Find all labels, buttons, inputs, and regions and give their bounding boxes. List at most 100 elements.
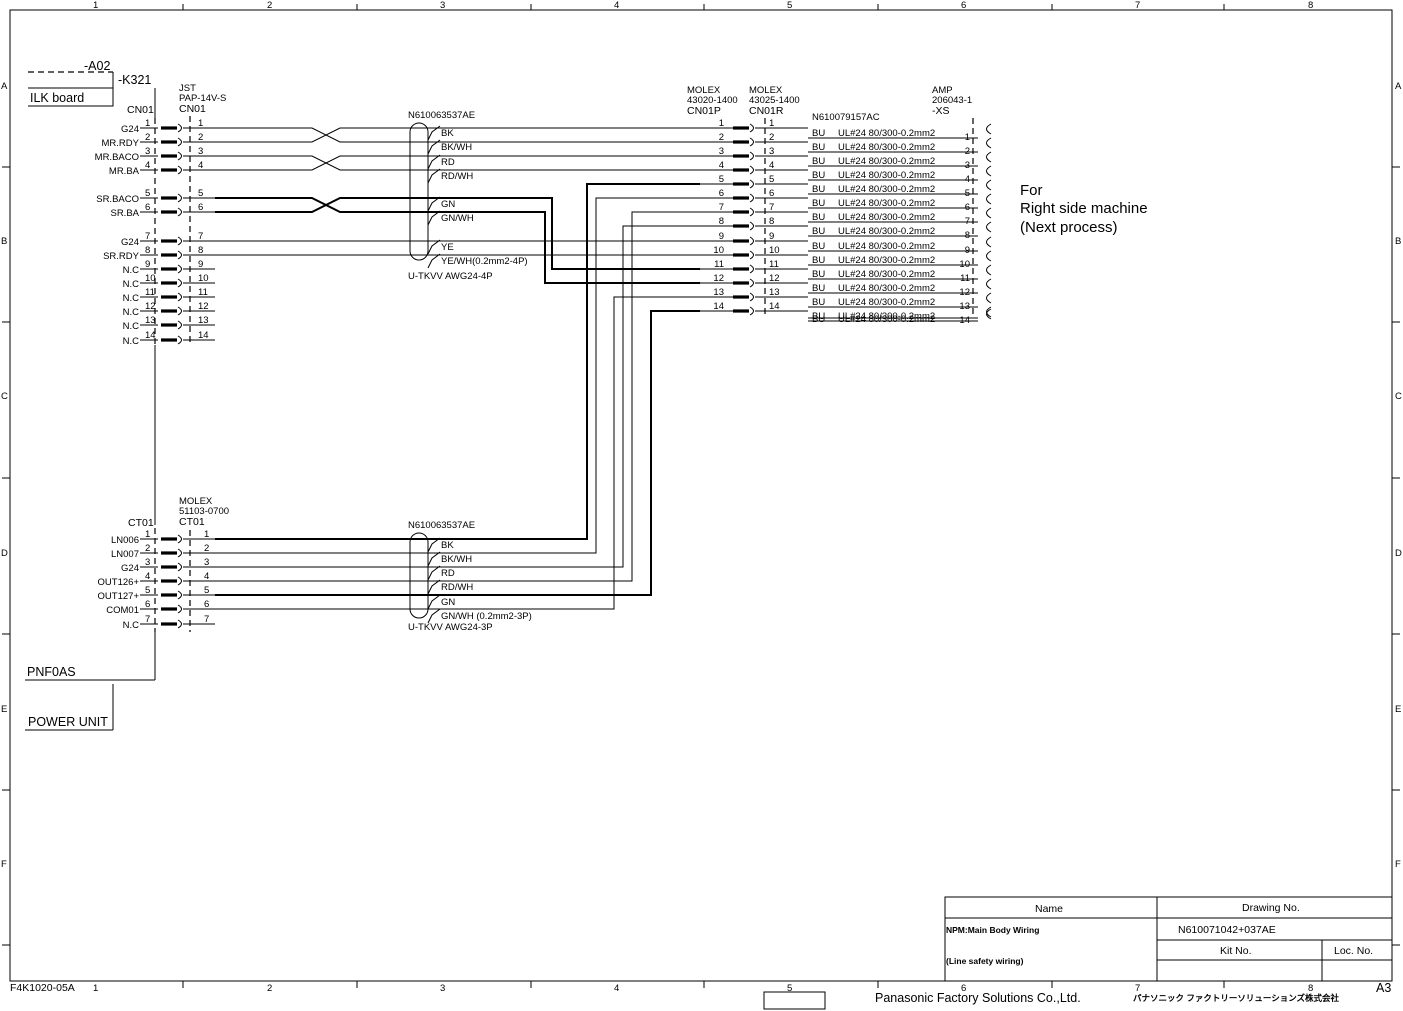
cable-bottom-sheath (409, 532, 429, 619)
ilk-signal-14: N.C (123, 336, 140, 347)
cable-top-wire-1: BK (441, 128, 454, 139)
form-number: F4K1020-05A (10, 982, 75, 994)
relay-right-num-13: 13 (769, 287, 780, 298)
ilk-pin-3-socket (177, 151, 182, 161)
ilk-mate-name: CN01 (179, 103, 206, 115)
cable-top-sheath (409, 122, 429, 261)
wire-ilk1-relay1 (215, 127, 700, 143)
col-label-top-3: 3 (440, 0, 445, 11)
pu-pin-num-3: 3 (145, 557, 150, 568)
wire-out126-relay7 (215, 211, 700, 582)
ilk-board-name: ILK board (30, 91, 84, 105)
harness-spec-3: UL#24 80/300-0.2mm2 (838, 156, 935, 167)
ilk-mate-num-13: 13 (198, 315, 209, 326)
col-label-top-5: 5 (787, 0, 792, 11)
cable-top-wire-2: BK/WH (441, 142, 472, 153)
cable-top-tap-6 (427, 210, 441, 226)
col-label-bottom-1: 1 (93, 983, 98, 994)
ilk-mate-num-4: 4 (198, 160, 203, 171)
xs-socket-3 (986, 151, 992, 163)
relay-right-num-9: 9 (769, 231, 774, 242)
ilk-mate-num-3: 3 (198, 146, 203, 157)
title-name-line-2: (Line safety wiring) (946, 956, 1024, 966)
ilk-pin-num-6: 6 (145, 202, 150, 213)
xs-pin-num-8: 8 (965, 230, 970, 241)
pu-pin-num-7: 7 (145, 614, 150, 625)
wire-ln006-relay5 (215, 183, 700, 540)
ilk-pin-num-1: 1 (145, 118, 150, 129)
xs-socket-2 (986, 137, 992, 149)
ilk-signal-13: N.C (123, 321, 140, 332)
ilk-signal-1: G24 (121, 124, 139, 135)
relay-right-maker: MOLEX (749, 85, 783, 96)
relay-pin-14-socket (749, 306, 754, 316)
ilk-signal-12: N.C (123, 307, 140, 318)
cable-bottom-tap-5 (427, 594, 441, 610)
pu-mate-num-6: 6 (204, 599, 209, 610)
xs-socket-1 (986, 123, 992, 135)
wire-ilk3-relay4 (215, 155, 700, 171)
relay-left-num-1: 1 (719, 118, 724, 129)
xs-maker: AMP (932, 85, 953, 96)
ilk-pin-num-10: 10 (145, 273, 156, 284)
title-kit-header: Kit No. (1220, 945, 1252, 957)
pu-pin-1-socket (177, 534, 182, 544)
ilk-mate-num-14: 14 (198, 330, 209, 341)
cable-top-tap-5 (427, 196, 441, 212)
relay-right-num-4: 4 (769, 160, 774, 171)
cable-bottom-tap-1 (427, 537, 441, 553)
xs-part: 206043-1 (932, 95, 972, 106)
harness-spec-6: UL#24 80/300-0.2mm2 (838, 198, 935, 209)
cable-bottom-wire-6: GN/WH (0.2mm2-3P) (441, 611, 532, 622)
xs-pin-num-10: 10 (959, 259, 970, 270)
ilk-pin-4-socket (177, 165, 182, 175)
ilk-mate-num-11: 11 (198, 287, 208, 298)
relay-left-num-9: 9 (719, 231, 724, 242)
pu-pin-num-5: 5 (145, 585, 150, 596)
xs-pin-num-13: 13 (959, 301, 970, 312)
title-name-header: Name (1035, 903, 1063, 915)
relay-connector: MOLEX 43020-1400 CN01P MOLEX 43025-1400 … (687, 85, 808, 318)
pu-pin-num-4: 4 (145, 571, 150, 582)
relay-right-num-2: 2 (769, 132, 774, 143)
xs-socket-9 (986, 236, 992, 248)
ilk-pin-2-socket (177, 137, 182, 147)
ilk-pin-num-9: 9 (145, 259, 150, 270)
power-unit-mate-name: CT01 (179, 516, 205, 528)
cable-bottom-wire-4: RD/WH (441, 582, 473, 593)
col-label-top-6: 6 (961, 0, 966, 11)
harness-color-11: BU (812, 269, 825, 280)
cable-bottom-tap-4 (427, 579, 441, 595)
title-loc-header: Loc. No. (1334, 945, 1373, 957)
cable-top-type: U-TKVV AWG24-4P (408, 271, 493, 282)
wire-sr-ba (215, 197, 700, 284)
pu-pin-num-1: 1 (145, 529, 150, 540)
xs-socket-8 (986, 221, 992, 233)
ilk-pin-8-socket (177, 250, 182, 260)
relay-pin-3-socket (749, 151, 754, 161)
ilk-mate-num-10: 10 (198, 273, 209, 284)
row-label-right-F: F (1395, 859, 1401, 870)
col-label-bottom-2: 2 (267, 983, 272, 994)
relay-right-num-6: 6 (769, 188, 774, 199)
ilk-mate-num-5: 5 (198, 188, 203, 199)
harness-spec-7: UL#24 80/300-0.2mm2 (838, 212, 935, 223)
cable-top-wire-3: RD (441, 157, 455, 168)
relay-right-num-1: 1 (769, 118, 774, 129)
relay-pin-2-socket (749, 137, 754, 147)
ilk-signal-5: SR.BACO (96, 194, 139, 205)
pu-mate-num-1: 1 (204, 529, 209, 540)
ilk-pin-num-3: 3 (145, 146, 150, 157)
row-label-left-C: C (1, 391, 8, 402)
ilk-pin-num-7: 7 (145, 231, 150, 242)
power-unit-connector: CT01 (128, 517, 154, 529)
ilk-pin-6-socket (177, 207, 182, 217)
pu-signal-6: COM01 (106, 605, 139, 616)
pu-pin-5-socket (177, 590, 182, 600)
ilk-pin-num-13: 13 (145, 315, 156, 326)
power-unit-label: POWER UNIT (28, 715, 108, 729)
xs-socket-10 (986, 250, 992, 262)
ilk-pin-7-socket (177, 236, 182, 246)
